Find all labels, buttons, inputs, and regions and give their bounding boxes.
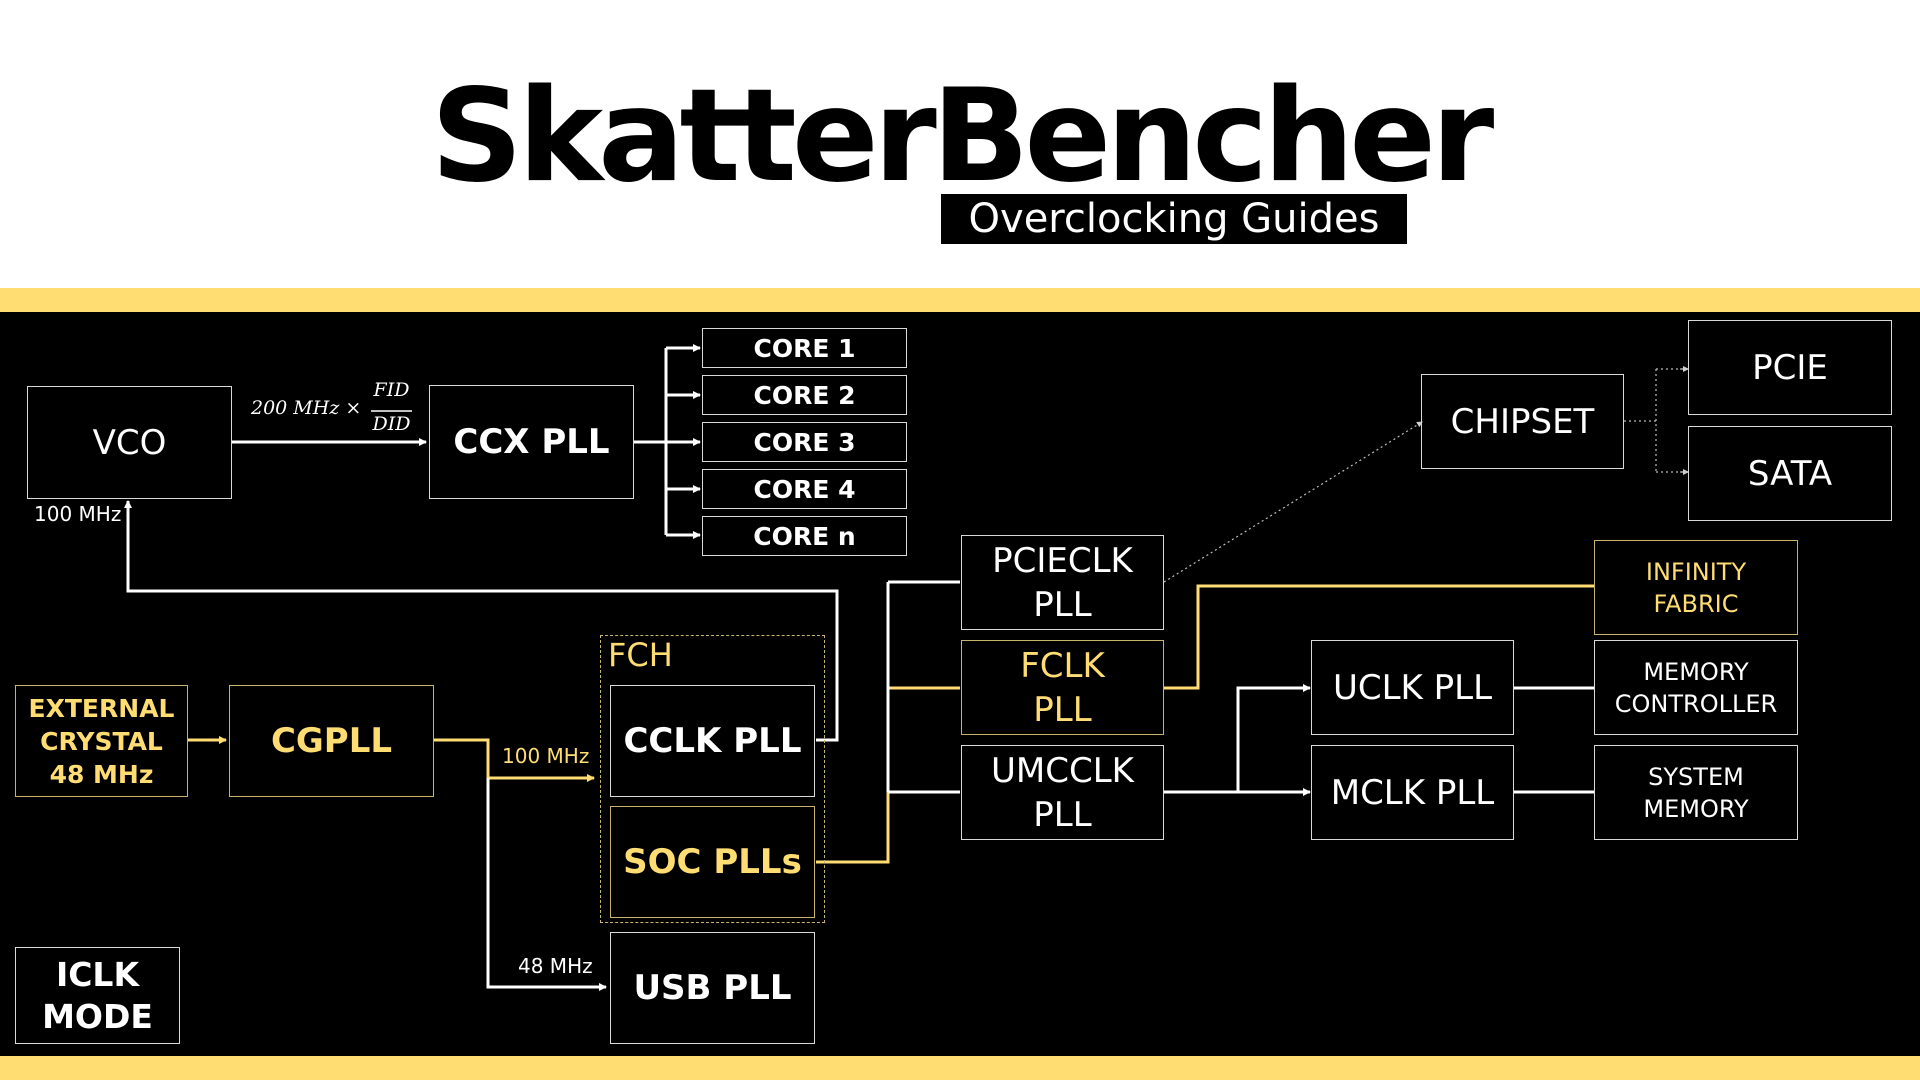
core-block-2: CORE 2 [702, 375, 907, 415]
core-block-3: CORE 3 [702, 422, 907, 462]
formula-denominator: DID [372, 413, 411, 435]
uclk-pll-block: UCLK PLL [1311, 640, 1514, 735]
formula-numerator: FID [373, 379, 410, 401]
ccx-pll-block: CCX PLL [429, 385, 634, 499]
wire-cgpll-100 [434, 738, 595, 782]
external-crystal-block: EXTERNAL CRYSTAL 48 MHz [15, 685, 188, 797]
pcieclk-pll-block: PCIECLK PLL [961, 535, 1164, 630]
soc-plls-block: SOC PLLs [610, 806, 815, 918]
fch-label: FCH [608, 636, 673, 674]
cgpll-100mhz-label: 100 MHz [502, 744, 590, 768]
brand-subtitle: Overclocking Guides [941, 194, 1407, 244]
fclk-pll-block: FCLK PLL [961, 640, 1164, 735]
infinity-fabric-block: INFINITY FABRIC [1594, 540, 1798, 635]
wire-cclk-vco [124, 500, 839, 742]
vco-multiplier-formula: 200 MHz × [251, 397, 362, 419]
header: SkatterBencher Overclocking Guides [0, 0, 1920, 288]
umcclk-pll-block: UMCCLK PLL [961, 745, 1164, 840]
wire-fclk-fabric [1164, 584, 1594, 690]
accent-band-top [0, 288, 1920, 312]
fch-group [600, 635, 825, 923]
cgpll-block: CGPLL [229, 685, 434, 797]
cgpll-48mhz-label: 48 MHz [518, 954, 593, 978]
vco-ref-frequency-label: 100 MHz [34, 502, 122, 526]
core-block-4: CORE 4 [702, 469, 907, 509]
core-block-n: CORE n [702, 516, 907, 556]
accent-band-bottom [0, 1056, 1920, 1080]
pcie-block: PCIE [1688, 320, 1892, 415]
chipset-block: CHIPSET [1421, 374, 1624, 469]
system-memory-block: SYSTEM MEMORY [1594, 745, 1798, 840]
sata-block: SATA [1688, 426, 1892, 521]
iclk-mode-block: ICLK MODE [15, 947, 180, 1044]
clock-diagram: 200 MHz × FID DID 100 MHz 100 MHz 48 MHz… [0, 312, 1920, 1056]
wire-ccx-bus [634, 348, 668, 535]
wire-umcclk-uclk [1164, 684, 1311, 794]
core-block-1: CORE 1 [702, 328, 907, 368]
cclk-pll-block: CCLK PLL [610, 685, 815, 797]
connection-lines [124, 344, 1689, 991]
wire-cgpll-48 [486, 778, 607, 991]
mclk-pll-block: MCLK PLL [1311, 745, 1514, 840]
brand-title: SkatterBencher [430, 62, 1494, 211]
usb-pll-block: USB PLL [610, 932, 815, 1044]
memory-controller-block: MEMORY CONTROLLER [1594, 640, 1798, 735]
wire-chipset-io [1624, 368, 1688, 473]
vco-block: VCO [27, 386, 232, 499]
wire-pcieclk-chipset [1163, 421, 1423, 583]
